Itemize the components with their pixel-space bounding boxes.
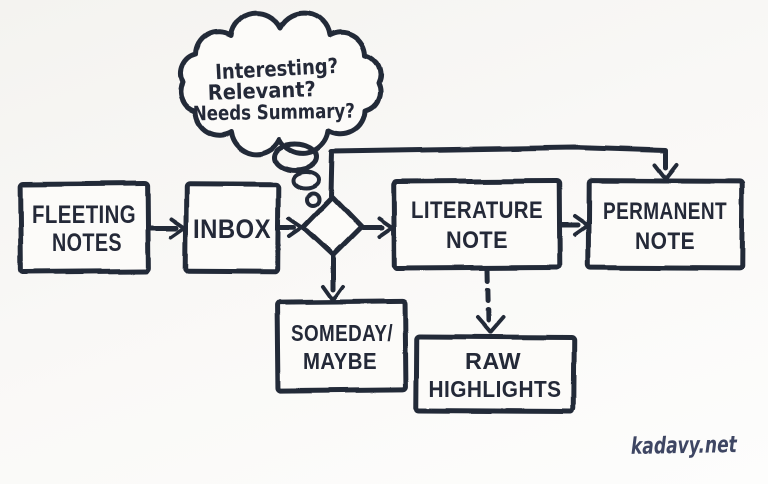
arrow-literature-to-raw-highlights-dashed bbox=[475, 266, 505, 334]
literature-note-box bbox=[391, 177, 563, 271]
thought-cloud-outline bbox=[177, 10, 383, 156]
fleeting-notes-label-line2: NOTES bbox=[52, 229, 122, 257]
inbox-label: INBOX bbox=[193, 214, 271, 244]
arrow-decision-to-literature bbox=[359, 217, 394, 239]
arrow-literature-to-permanent bbox=[558, 215, 590, 237]
literature-note-label-line1: LITERATURE bbox=[411, 197, 543, 224]
ink-strokes-layer bbox=[18, 10, 745, 415]
literature-note-label-line2: NOTE bbox=[446, 227, 508, 254]
raw-highlights-label-line1: RAW bbox=[465, 348, 521, 374]
arrow-fleeting-to-inbox bbox=[146, 217, 186, 239]
signature-text: kadavy.net bbox=[631, 432, 738, 460]
someday-maybe-box bbox=[275, 298, 409, 394]
thought-bubble-medium bbox=[291, 170, 321, 190]
permanent-note-label-line1: PERMANENT bbox=[603, 198, 727, 225]
someday-maybe-label-line2: MAYBE bbox=[303, 348, 377, 374]
cloud-text-line2: Relevant? bbox=[207, 77, 316, 105]
raw-highlights-box bbox=[414, 333, 576, 415]
fleeting-notes-label-line1: FLEETING bbox=[32, 201, 136, 229]
text-layer: Interesting? Relevant? Needs Summary? FL… bbox=[32, 54, 738, 460]
arrow-decision-to-someday bbox=[321, 253, 345, 302]
permanent-note-label-line2: NOTE bbox=[635, 228, 695, 255]
thought-bubble-small bbox=[305, 191, 321, 207]
permanent-note-box bbox=[586, 178, 745, 271]
cloud-text-line3: Needs Summary? bbox=[193, 99, 355, 126]
arrow-decision-to-permanent-bypass bbox=[328, 145, 679, 199]
arrow-inbox-to-decision bbox=[276, 216, 304, 238]
thought-bubble-large bbox=[272, 141, 320, 173]
someday-maybe-label-line1: SOMEDAY/ bbox=[291, 320, 393, 346]
raw-highlights-label-line2: HIGHLIGHTS bbox=[429, 376, 562, 402]
